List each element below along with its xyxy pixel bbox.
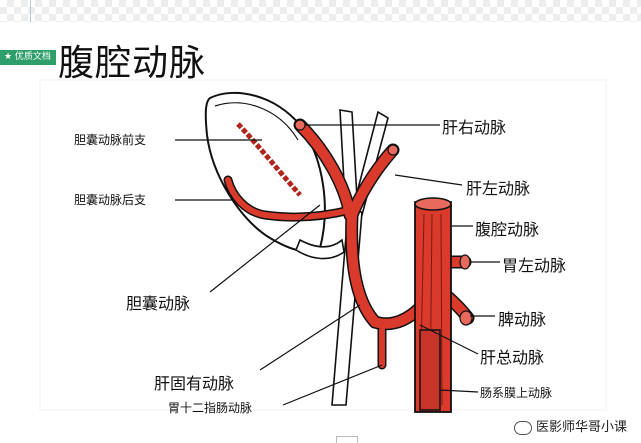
label-sma: 肠系膜上动脉 bbox=[480, 386, 553, 400]
label-left-gastric: 胃左动脉 bbox=[502, 256, 567, 275]
label-proper-hepatic: 肝固有动脉 bbox=[154, 374, 235, 393]
page-title: 腹腔动脉 bbox=[58, 43, 207, 84]
header-pattern bbox=[0, 0, 641, 22]
leader-sma bbox=[439, 389, 479, 393]
left-gastric-end bbox=[459, 254, 471, 270]
label-cystic-posterior: 胆囊动脉后支 bbox=[74, 193, 147, 207]
label-right-hepatic: 肝右动脉 bbox=[442, 118, 507, 137]
label-splenic: 脾动脉 bbox=[498, 310, 547, 329]
proper-hepatic-artery bbox=[346, 210, 380, 327]
leader-cystic bbox=[209, 204, 321, 293]
left-hepatic-end bbox=[387, 144, 399, 156]
right-hepatic-artery bbox=[295, 120, 355, 220]
cystic-anterior-branch bbox=[236, 122, 302, 197]
gallbladder-inner-line bbox=[214, 102, 299, 141]
label-cystic-anterior: 胆囊动脉前支 bbox=[74, 133, 147, 147]
quality-badge: ★ 优质文档 bbox=[0, 50, 56, 65]
watermark: 医影师华哥小课 bbox=[513, 416, 627, 435]
label-gastroduodenal: 胃十二指肠动脉 bbox=[168, 401, 253, 415]
leader-proper-hepatic bbox=[259, 304, 361, 371]
label-cystic-artery: 胆囊动脉 bbox=[126, 294, 191, 313]
page-marker bbox=[336, 436, 358, 443]
splenic-end bbox=[459, 310, 473, 326]
watermark-text: 医影师华哥小课 bbox=[535, 420, 627, 435]
aorta-top bbox=[414, 197, 452, 211]
superior-mesenteric-artery bbox=[419, 329, 441, 411]
header-divider bbox=[30, 0, 31, 22]
leader-lines bbox=[175, 124, 500, 406]
leader-left-hepatic bbox=[394, 174, 463, 186]
label-common-hepatic: 肝总动脉 bbox=[480, 348, 545, 367]
diagram-panel bbox=[39, 79, 607, 411]
right-hepatic-end bbox=[294, 119, 306, 131]
left-hepatic-artery bbox=[347, 145, 398, 220]
label-left-hepatic: 肝左动脉 bbox=[466, 179, 531, 198]
leader-common-hepatic bbox=[419, 324, 479, 355]
label-celiac: 腹腔动脉 bbox=[475, 220, 540, 239]
wechat-icon bbox=[513, 420, 532, 435]
leader-gastroduodenal bbox=[282, 364, 383, 406]
cystic-posterior-branch bbox=[225, 177, 353, 221]
